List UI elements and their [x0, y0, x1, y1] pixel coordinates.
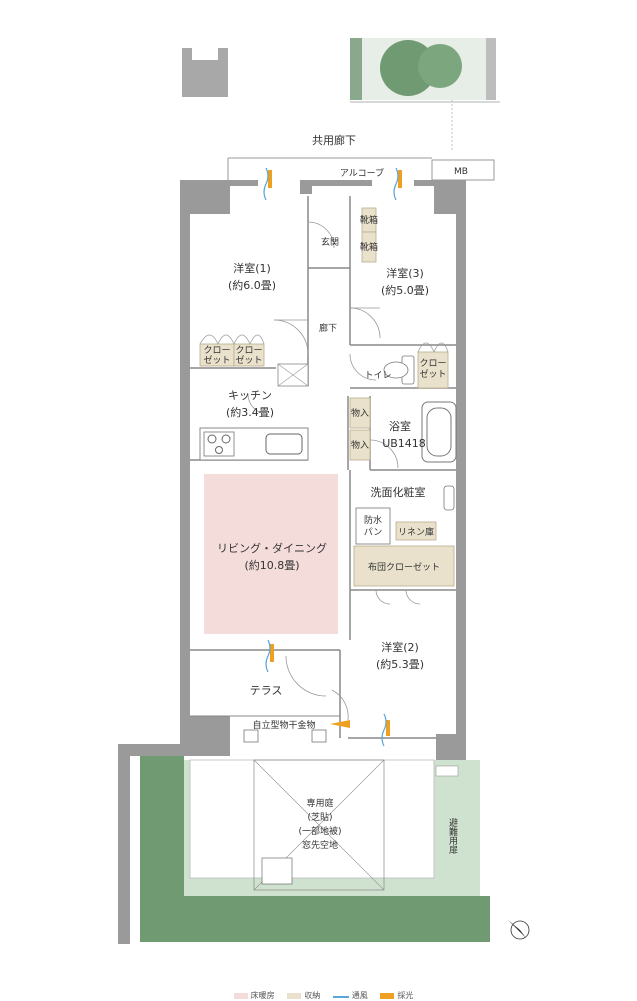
- western-room-1-label: 洋室(1): [233, 261, 271, 275]
- closet-label-a: クロー: [203, 345, 230, 356]
- futon-closet-label: 布団クローゼット: [368, 561, 440, 573]
- bathtub: [421, 401, 457, 463]
- garden-label-1: 専用庭: [306, 797, 333, 809]
- closet-label-b: クロー: [235, 345, 262, 356]
- floor-heating-swatch: [233, 992, 248, 999]
- living-floor-heating: [204, 474, 338, 634]
- waterproof-pan-label-2: パン: [364, 527, 382, 538]
- top-structure: [182, 48, 228, 97]
- evacuation-door-label: 避難用扉: [447, 817, 458, 855]
- ventilation-swatch: [332, 993, 349, 998]
- closet-label-b2: ゼット: [235, 354, 262, 366]
- western-room-1-size: (約6.0畳): [228, 278, 276, 292]
- storage-label-2: 物入: [351, 439, 369, 451]
- legend-storage: 収納: [304, 991, 321, 1000]
- drying-hardware-label: 自立型物干金物: [252, 719, 315, 731]
- washroom-label: 洗面化粧室: [371, 485, 426, 499]
- garden-label-4: 窓先空地: [302, 839, 338, 851]
- outer-walls: [118, 180, 466, 944]
- toilet-label: トイレ: [364, 371, 391, 381]
- storage-swatch: [287, 992, 302, 999]
- legend-ventilation: 通風: [351, 991, 368, 1000]
- storage-label-1: 物入: [351, 407, 369, 419]
- mb-label: MB: [454, 167, 468, 177]
- closet-label-c: クロー: [419, 358, 446, 369]
- closet-label-a2: ゼット: [203, 354, 230, 366]
- daylight-markers: [268, 170, 402, 736]
- alcove-label: アルコーブ: [340, 167, 384, 179]
- door-swings: [247, 221, 421, 721]
- living-size: (約10.8畳): [244, 558, 299, 572]
- ventilation-markers: [263, 167, 399, 747]
- drying-hardware: [243, 729, 327, 743]
- toilet-fixture: [383, 355, 415, 385]
- hallway-label: 廊下: [319, 322, 337, 334]
- western-room-3-label: 洋室(3): [386, 266, 424, 280]
- shoe-box-label-2: 靴箱: [360, 241, 378, 253]
- north-arrow-icon: [508, 920, 530, 940]
- western-room-2-label: 洋室(2): [381, 640, 419, 654]
- living-label: リビング・ダイニング: [217, 541, 327, 555]
- wash-basin: [355, 485, 455, 545]
- closet-door-marks: [199, 334, 449, 353]
- garden-label-2: (芝貼): [307, 811, 332, 823]
- entrance-label: 玄関: [321, 236, 339, 248]
- legend-floor-heating: 床暖房: [250, 991, 275, 1000]
- terrace-label: テラス: [250, 684, 283, 697]
- closet-label-c2: ゼット: [419, 368, 446, 380]
- shoe-box-label-1: 靴箱: [360, 214, 378, 226]
- garden: [140, 756, 490, 942]
- kitchen-size: (約3.4畳): [226, 405, 274, 419]
- bath-label: 浴室: [389, 419, 411, 433]
- legend: 床暖房 収納 通風 採光: [0, 990, 637, 1001]
- garden-label-3: (一部地被): [298, 825, 341, 837]
- western-room-3-size: (約5.0畳): [381, 283, 429, 297]
- legend-daylight: 採光: [397, 991, 414, 1000]
- top-planting: [350, 38, 496, 100]
- western-room-2-size: (約5.3畳): [376, 657, 424, 671]
- kitchen-counter: [199, 363, 309, 461]
- daylight-swatch: [380, 992, 395, 999]
- waterproof-pan-label-1: 防水: [364, 514, 382, 526]
- kitchen-label: キッチン: [228, 389, 272, 402]
- linen-label: リネン庫: [398, 526, 434, 538]
- common-corridor-label: 共用廊下: [312, 133, 356, 147]
- bath-unit-label: UB1418: [382, 437, 426, 450]
